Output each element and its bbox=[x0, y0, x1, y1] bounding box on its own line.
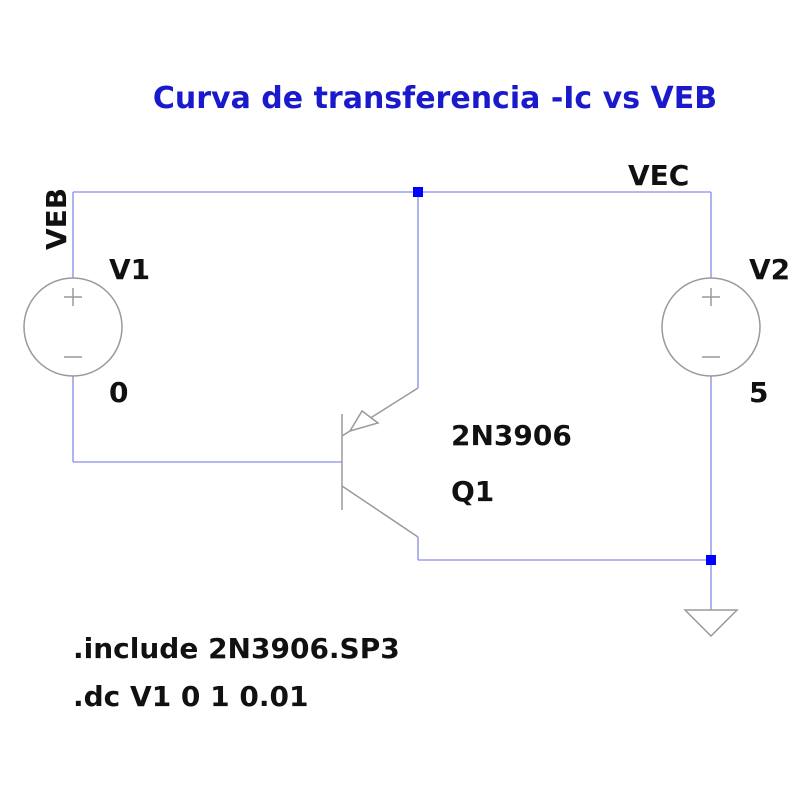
spice-directive-include: .include 2N3906.SP3 bbox=[73, 632, 400, 665]
junction-node-bottom bbox=[706, 555, 716, 565]
transistor-q1[interactable] bbox=[341, 387, 419, 538]
spice-directive-dc: .dc V1 0 1 0.01 bbox=[73, 680, 308, 713]
voltage-source-v1[interactable] bbox=[23, 277, 123, 377]
wires bbox=[72, 191, 712, 610]
net-label-veb: VEB bbox=[40, 188, 73, 250]
source-circle-icon bbox=[661, 277, 761, 377]
schematic-title: Curva de transferencia -Ic vs VEB bbox=[153, 81, 717, 116]
source-circle-icon bbox=[23, 277, 123, 377]
emitter-arrow-icon bbox=[348, 409, 380, 433]
voltage-source-v2[interactable] bbox=[661, 277, 761, 377]
transistor-model: 2N3906 bbox=[451, 419, 572, 452]
junction-node-top bbox=[413, 187, 423, 197]
source-name-v2: V2 bbox=[749, 253, 790, 286]
ground-icon[interactable] bbox=[683, 609, 739, 638]
source-value-v2: 5 bbox=[749, 376, 768, 409]
source-value-v1: 0 bbox=[109, 376, 128, 409]
collector-lead bbox=[341, 485, 419, 538]
transistor-name: Q1 bbox=[451, 475, 494, 508]
net-label-vec: VEC bbox=[628, 159, 689, 192]
source-name-v1: V1 bbox=[109, 253, 150, 286]
